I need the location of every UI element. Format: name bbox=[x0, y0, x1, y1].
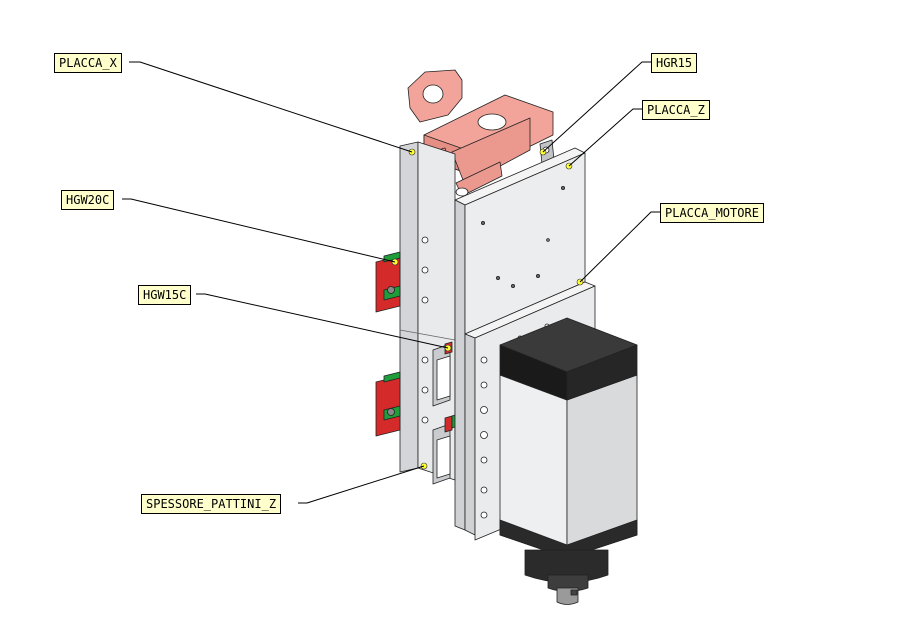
label-placca-x: PLACCA_X bbox=[54, 53, 122, 73]
hgw20c-block-lower bbox=[375, 371, 401, 437]
label-placca-motore: PLACCA_MOTORE bbox=[660, 203, 764, 223]
label-hgw15c: HGW15C bbox=[138, 285, 192, 305]
leader-lines bbox=[122, 61, 660, 504]
label-spessore-pattini-z: SPESSORE_PATTINI_Z bbox=[141, 494, 282, 514]
label-placca-z: PLACCA_Z bbox=[642, 100, 710, 120]
spindle-motor bbox=[499, 317, 638, 605]
label-hgw20c: HGW20C bbox=[61, 190, 115, 210]
hgw20c-block-upper bbox=[375, 251, 401, 313]
placca-z-plate bbox=[454, 147, 586, 531]
top-bracket bbox=[407, 69, 554, 215]
label-hgr15: HGR15 bbox=[651, 53, 698, 73]
